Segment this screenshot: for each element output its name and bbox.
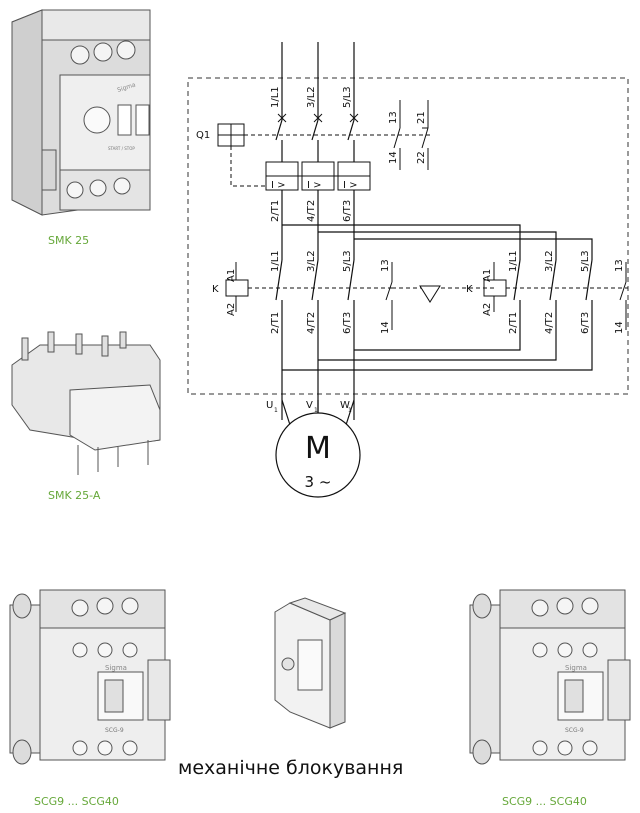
motor-terminal-u-index: 1 bbox=[274, 407, 278, 414]
caption-smk25: SMK 25 bbox=[48, 234, 89, 247]
contactor-right-bottom-1: 4/T2 bbox=[544, 312, 555, 334]
breaker-bottom-terminal-1: 4/T2 bbox=[306, 200, 317, 222]
breaker-bottom-terminal-0: 2/T1 bbox=[270, 200, 281, 222]
contactor-right-coil bbox=[483, 262, 628, 330]
breaker-bottom-terminal-2: 6/T3 bbox=[342, 200, 353, 222]
contactor-right-top-1: 3/L2 bbox=[544, 250, 555, 272]
contactor-right-k: K bbox=[466, 284, 473, 295]
motor-terminal-v-index: 1 bbox=[314, 407, 318, 414]
breaker-aux-22: 22 bbox=[416, 151, 427, 164]
motor-terminal-w: W bbox=[340, 400, 350, 411]
trip-symbols: I > I > I > bbox=[271, 180, 358, 191]
contactor-left-a2: A2 bbox=[226, 303, 237, 316]
breaker-contact-marks bbox=[277, 113, 359, 123]
motor-terminal-w-index: 1 bbox=[348, 407, 352, 414]
contactor-left-top-3: 13 bbox=[380, 259, 391, 272]
motor-terminal-v: V bbox=[306, 400, 313, 411]
breaker-aux-contacts bbox=[393, 100, 429, 170]
phase-conductors bbox=[275, 42, 593, 426]
contactor-left-bottom-1: 4/T2 bbox=[306, 312, 317, 334]
contactor-right-a1: A1 bbox=[482, 269, 493, 282]
terminal-labels: 1/L1 2/T1 3/L2 4/T2 5/L3 6/T3 13 14 21 22 1/L1 2/T1… bbox=[212, 86, 625, 414]
breaker-aux-13: 13 bbox=[388, 111, 399, 124]
contactor-left-model: SCG-9 bbox=[105, 727, 124, 734]
caption-smk25a: SMK 25-A bbox=[48, 489, 101, 502]
trip-symbol-l3: I > bbox=[343, 180, 358, 191]
smk25-breaker-image bbox=[11, 9, 151, 216]
breaker-aux-21: 21 bbox=[416, 111, 427, 124]
mechanical-interlock-image bbox=[274, 597, 347, 729]
trip-symbol-l2: I > bbox=[307, 180, 322, 191]
interlock-symbol bbox=[392, 285, 496, 303]
contactor-left-bottom-0: 2/T1 bbox=[270, 312, 281, 334]
motor-phases: 3 ~ bbox=[305, 473, 332, 491]
contactor-left-a1: A1 bbox=[226, 269, 237, 282]
breaker-top-terminal-2: 5/L3 bbox=[342, 86, 353, 108]
q1-label: Q1 bbox=[196, 130, 210, 141]
breaker-top-terminal-1: 3/L2 bbox=[306, 86, 317, 108]
smk25a-accessory-image bbox=[11, 331, 161, 475]
contactor-left-top-0: 1/L1 bbox=[270, 250, 281, 272]
motor-label: M bbox=[305, 431, 331, 466]
contactor-left-top-1: 3/L2 bbox=[306, 250, 317, 272]
breaker-aux-14: 14 bbox=[388, 151, 399, 164]
caption-contactor-right: SCG9 ... SCG40 bbox=[502, 795, 587, 808]
contactor-left-top-2: 5/L3 bbox=[342, 250, 353, 272]
contactor-right-image bbox=[469, 589, 631, 765]
trip-symbol-l1: I > bbox=[271, 180, 286, 191]
motor-terminal-u: U bbox=[266, 400, 273, 411]
contactor-right-bottom-3: 14 bbox=[614, 321, 625, 334]
contactor-right-brand: Sigma bbox=[565, 664, 587, 672]
breaker-top-terminal-0: 1/L1 bbox=[270, 86, 281, 108]
schematic-enclosure bbox=[187, 77, 629, 395]
smk25-startstop-text: START / STOP bbox=[108, 146, 135, 151]
contactor-right-top-3: 13 bbox=[614, 259, 625, 272]
contactor-left-bottom-3: 14 bbox=[380, 321, 391, 334]
contactor-right-bottom-0: 2/T1 bbox=[508, 312, 519, 334]
contactor-right-a2: A2 bbox=[482, 303, 493, 316]
contactor-right-top-0: 1/L1 bbox=[508, 250, 519, 272]
contactor-left-bottom-2: 6/T3 bbox=[342, 312, 353, 334]
contactor-left-brand: Sigma bbox=[105, 664, 127, 672]
contactor-left-coil bbox=[225, 262, 393, 330]
contactor-left-image bbox=[9, 589, 171, 765]
contactor-right-top-2: 5/L3 bbox=[580, 250, 591, 272]
contactor-right-bottom-2: 6/T3 bbox=[580, 312, 591, 334]
contactor-left-k: K bbox=[212, 284, 219, 295]
contactor-right-model: SCG-9 bbox=[565, 727, 584, 734]
caption-contactor-left: SCG9 ... SCG40 bbox=[34, 795, 119, 808]
motor-symbol bbox=[275, 412, 361, 498]
caption-interlock: механічне блокування bbox=[178, 757, 403, 779]
thermal-release-blocks bbox=[265, 161, 371, 191]
q1-operator bbox=[217, 123, 430, 187]
